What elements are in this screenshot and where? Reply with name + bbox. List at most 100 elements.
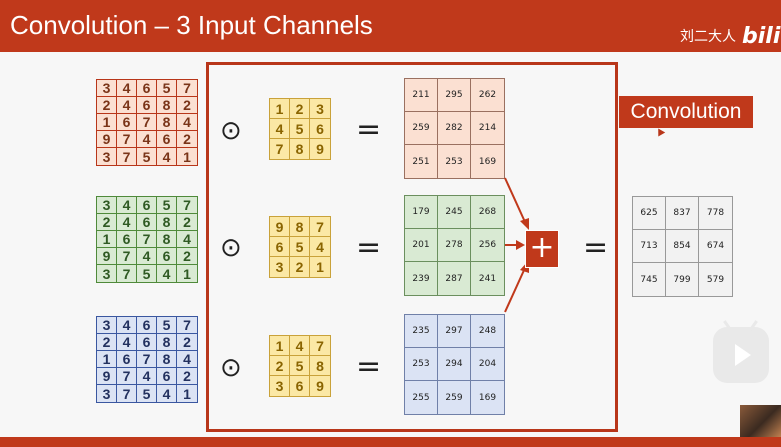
kernel-grid-blue-cell: 4 xyxy=(290,336,310,356)
input-grid-red-cell: 4 xyxy=(157,148,177,165)
input-grid-red-cell: 4 xyxy=(117,97,137,114)
input-grid-blue-cell: 1 xyxy=(177,385,197,402)
kernel-grid-red-cell: 4 xyxy=(270,119,290,139)
output-grid-red-cell: 169 xyxy=(471,145,504,178)
kernel-grid-blue-cell: 5 xyxy=(290,356,310,376)
input-grid-red-cell: 4 xyxy=(177,114,197,131)
input-grid-blue-cell: 7 xyxy=(117,385,137,402)
input-grid-red-cell: 5 xyxy=(157,80,177,97)
output-grid-green-cell: 287 xyxy=(438,262,471,295)
input-grid-green-cell: 5 xyxy=(137,265,157,282)
result-grid-cell: 799 xyxy=(666,263,699,296)
kernel-grid-red-cell: 5 xyxy=(290,119,310,139)
input-grid-green-cell: 4 xyxy=(117,214,137,231)
input-grid-blue-cell: 2 xyxy=(97,334,117,351)
input-grid-blue-cell: 7 xyxy=(117,368,137,385)
bilibili-logo: bili xyxy=(742,24,781,49)
input-grid-green-cell: 7 xyxy=(177,197,197,214)
input-grid-red-cell: 6 xyxy=(117,114,137,131)
kernel-grid-red-cell: 9 xyxy=(310,139,330,159)
input-grid-green-cell: 2 xyxy=(97,214,117,231)
input-grid-blue-cell: 4 xyxy=(117,334,137,351)
kernel-grid-red-cell: 7 xyxy=(270,139,290,159)
input-grid-green-cell: 6 xyxy=(117,231,137,248)
input-grid-green-cell: 3 xyxy=(97,197,117,214)
equals-operator-1: = xyxy=(356,112,382,147)
output-grid-red-cell: 282 xyxy=(438,112,471,145)
kernel-grid-blue-cell: 8 xyxy=(310,356,330,376)
output-grid-green-cell: 256 xyxy=(471,229,504,262)
input-grid-green-cell: 6 xyxy=(137,197,157,214)
input-grid-green-cell: 1 xyxy=(97,231,117,248)
odot-operator-3: ⊙ xyxy=(220,353,242,383)
input-grid-blue-cell: 4 xyxy=(177,351,197,368)
input-grid-red-cell: 4 xyxy=(117,80,137,97)
kernel-grid-red-cell: 1 xyxy=(270,99,290,119)
kernel-grid-blue-cell: 9 xyxy=(310,376,330,396)
result-grid-cell: 713 xyxy=(633,230,666,263)
input-grid-red-cell: 6 xyxy=(137,80,157,97)
output-grid-blue-cell: 248 xyxy=(471,315,504,348)
input-grid-red-cell: 2 xyxy=(177,97,197,114)
output-grid-green-cell: 278 xyxy=(438,229,471,262)
input-grid-red-cell: 3 xyxy=(97,148,117,165)
input-grid-red-cell: 6 xyxy=(157,131,177,148)
input-grid-blue-cell: 5 xyxy=(137,385,157,402)
kernel-grid-red-cell: 2 xyxy=(290,99,310,119)
input-grid-blue-cell: 7 xyxy=(137,351,157,368)
output-grid-blue-cell: 297 xyxy=(438,315,471,348)
plus-operator: + xyxy=(525,230,559,268)
output-grid-red-cell: 259 xyxy=(405,112,438,145)
equals-operator-2: = xyxy=(356,230,382,265)
input-grid-green-cell: 5 xyxy=(157,197,177,214)
input-grid-red-cell: 2 xyxy=(97,97,117,114)
output-grid-red-cell: 295 xyxy=(438,79,471,112)
result-grid-cell: 837 xyxy=(666,197,699,230)
input-grid-blue-cell: 7 xyxy=(177,317,197,334)
bottom-bar xyxy=(0,437,781,447)
result-grid-cell: 674 xyxy=(699,230,732,263)
input-grid-red-cell: 5 xyxy=(137,148,157,165)
output-grid-green-cell: 179 xyxy=(405,196,438,229)
input-grid-red-cell: 7 xyxy=(117,148,137,165)
input-grid-red-cell: 8 xyxy=(157,97,177,114)
kernel-grid-green-cell: 7 xyxy=(310,217,330,237)
output-grid-green-cell: 239 xyxy=(405,262,438,295)
output-grid-green-cell: 201 xyxy=(405,229,438,262)
input-grid-red-cell: 1 xyxy=(97,114,117,131)
input-grid-blue-cell: 6 xyxy=(157,368,177,385)
output-grid-red-cell: 253 xyxy=(438,145,471,178)
odot-operator-2: ⊙ xyxy=(220,233,242,263)
input-grid-red-cell: 7 xyxy=(117,131,137,148)
result-grid-cell: 778 xyxy=(699,197,732,230)
output-grid-blue-cell: 169 xyxy=(471,381,504,414)
kernel-grid-green-cell: 8 xyxy=(290,217,310,237)
equals-operator-result: = xyxy=(583,230,609,265)
input-grid-blue-cell: 4 xyxy=(157,385,177,402)
output-grid-blue-cell: 253 xyxy=(405,348,438,381)
input-grid-blue-cell: 4 xyxy=(137,368,157,385)
input-grid-red-cell: 1 xyxy=(177,148,197,165)
play-icon xyxy=(735,344,751,366)
input-grid-blue-cell: 4 xyxy=(117,317,137,334)
avatar-icon xyxy=(740,405,781,437)
input-grid-blue-cell: 8 xyxy=(157,351,177,368)
input-grid-green-cell: 7 xyxy=(137,231,157,248)
input-grid-green-cell: 6 xyxy=(137,214,157,231)
output-grid-blue-cell: 255 xyxy=(405,381,438,414)
play-button[interactable] xyxy=(713,327,769,383)
input-grid-red-cell: 9 xyxy=(97,131,117,148)
input-grid-blue-cell: 1 xyxy=(97,351,117,368)
input-grid-blue-cell: 3 xyxy=(97,317,117,334)
result-grid-cell: 745 xyxy=(633,263,666,296)
kernel-grid-green-cell: 2 xyxy=(290,257,310,277)
